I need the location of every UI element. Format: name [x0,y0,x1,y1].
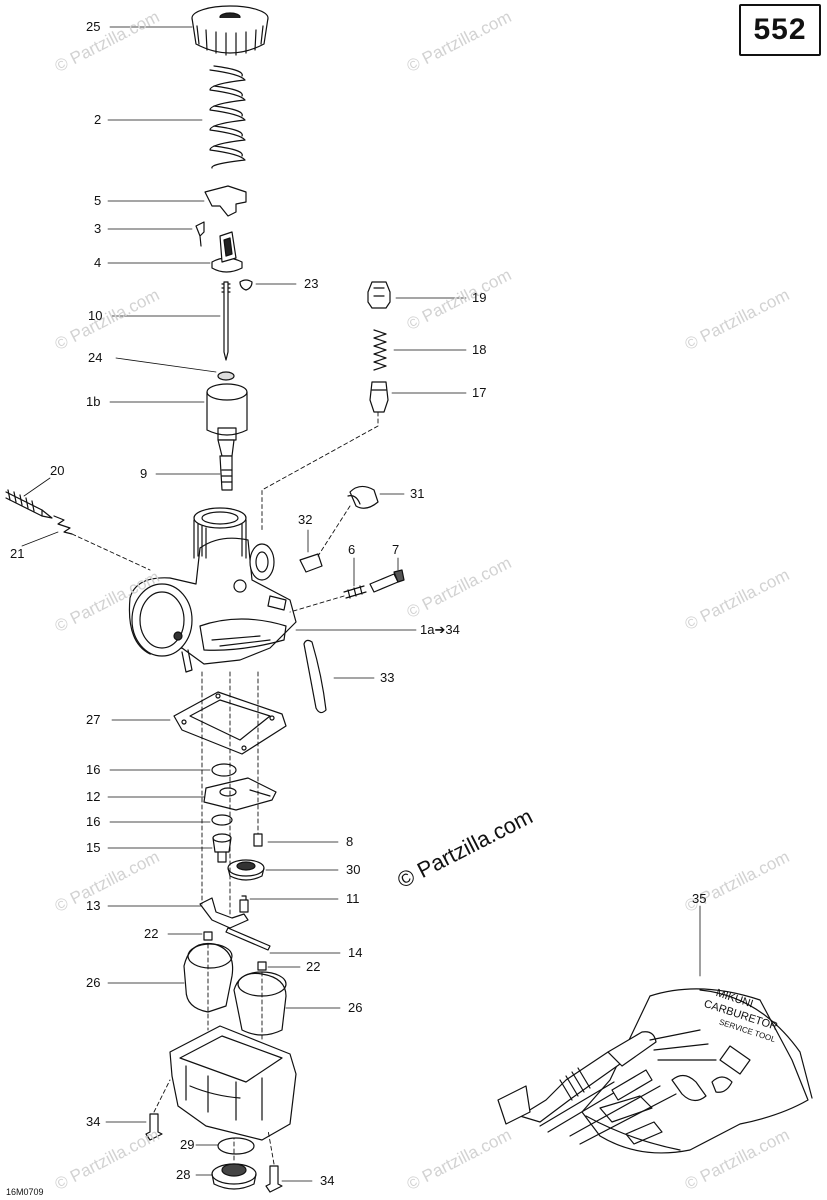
part-o-ring-lower [211,814,233,826]
callout-20: 20 [50,463,65,478]
callout-28: 28 [176,1167,191,1182]
part-starter-cap [367,281,391,309]
callout-15: 15 [86,840,101,855]
callout-11: 11 [346,891,360,906]
callout-6: 6 [348,542,356,557]
part-service-tool-kit [497,988,813,1154]
part-pilot-screw-spring [343,585,367,599]
callout-9: 9 [140,466,148,481]
part-bowl-screw-left [145,1113,163,1141]
callout-13: 13 [86,898,101,913]
callout-19: 19 [472,290,487,305]
assembly-lines [71,411,379,1165]
callout-35: 35 [692,891,707,906]
part-starter-nut [299,553,323,573]
callout-1b: 1b [86,394,101,409]
part-float-arm-support [227,859,265,881]
part-needle-holder [211,231,243,273]
callout-29: 29 [180,1137,195,1152]
part-valve-seat [212,833,232,863]
drawing-code: 16M0709 [6,1187,44,1197]
callout-16-upper: 16 [86,762,101,777]
part-plate [204,185,247,217]
part-washer [217,371,235,381]
part-pilot-screw [369,569,405,593]
part-float-arm [199,897,249,929]
part-float-left [183,942,234,1013]
callout-24: 24 [88,350,103,365]
callout-25: 25 [86,19,101,34]
part-screw [195,221,205,247]
callout-26-right: 26 [348,1000,363,1015]
callout-31: 31 [410,486,425,501]
callout-34-right: 34 [320,1173,335,1188]
callout-23: 23 [304,276,319,291]
callout-7: 7 [392,542,400,557]
part-needle-jet [217,439,235,491]
callout-18: 18 [472,342,487,357]
part-throttle-spring [209,65,246,169]
callout-34-left: 34 [86,1114,101,1129]
callout-22-left: 22 [144,926,159,941]
part-float-pin [225,927,271,951]
leader-lines [21,26,701,1182]
part-float-screw-right [257,961,267,971]
part-throttle-valve [206,383,248,441]
callout-21: 21 [10,546,25,561]
callout-10: 10 [88,308,103,323]
part-float-right [233,971,287,1036]
part-float-screw-left [203,931,213,941]
callout-4: 4 [94,255,102,270]
part-e-clip [239,279,253,291]
page-number-box: 552 [739,4,821,56]
part-float-plate [203,777,277,811]
part-jet-needle [221,281,231,361]
part-air-screw-spring [53,515,73,535]
callout-17: 17 [472,385,487,400]
part-drain-o-ring [217,1137,255,1155]
page-number: 552 [753,13,807,46]
callout-2: 2 [94,112,102,127]
callout-22-right: 22 [306,959,321,974]
part-starter-spring [373,329,387,371]
callout-33: 33 [380,670,395,685]
part-bowl-screw-right [265,1165,283,1193]
part-pilot-jet [239,895,249,913]
callout-26-left: 26 [86,975,101,990]
part-drain-plug [211,1163,257,1190]
part-starter-plunger [369,381,389,413]
part-o-ring-upper [211,763,237,777]
callout-12: 12 [86,789,101,804]
part-main-jet [253,833,263,847]
part-float-bowl [169,1025,297,1141]
callout-5: 5 [94,193,102,208]
part-air-screw [5,489,53,519]
callout-32: 32 [298,512,313,527]
callout-3: 3 [94,221,102,236]
callout-14: 14 [348,945,363,960]
callout-1a-34: 1a➔34 [420,622,460,637]
part-o-ring-long [303,639,327,714]
part-rubber-cap [347,485,379,509]
callout-30: 30 [346,862,361,877]
callout-8: 8 [346,834,354,849]
part-cap [191,5,269,56]
part-carburetor-body [128,507,297,673]
callout-27: 27 [86,712,101,727]
callout-16-lower: 16 [86,814,101,829]
